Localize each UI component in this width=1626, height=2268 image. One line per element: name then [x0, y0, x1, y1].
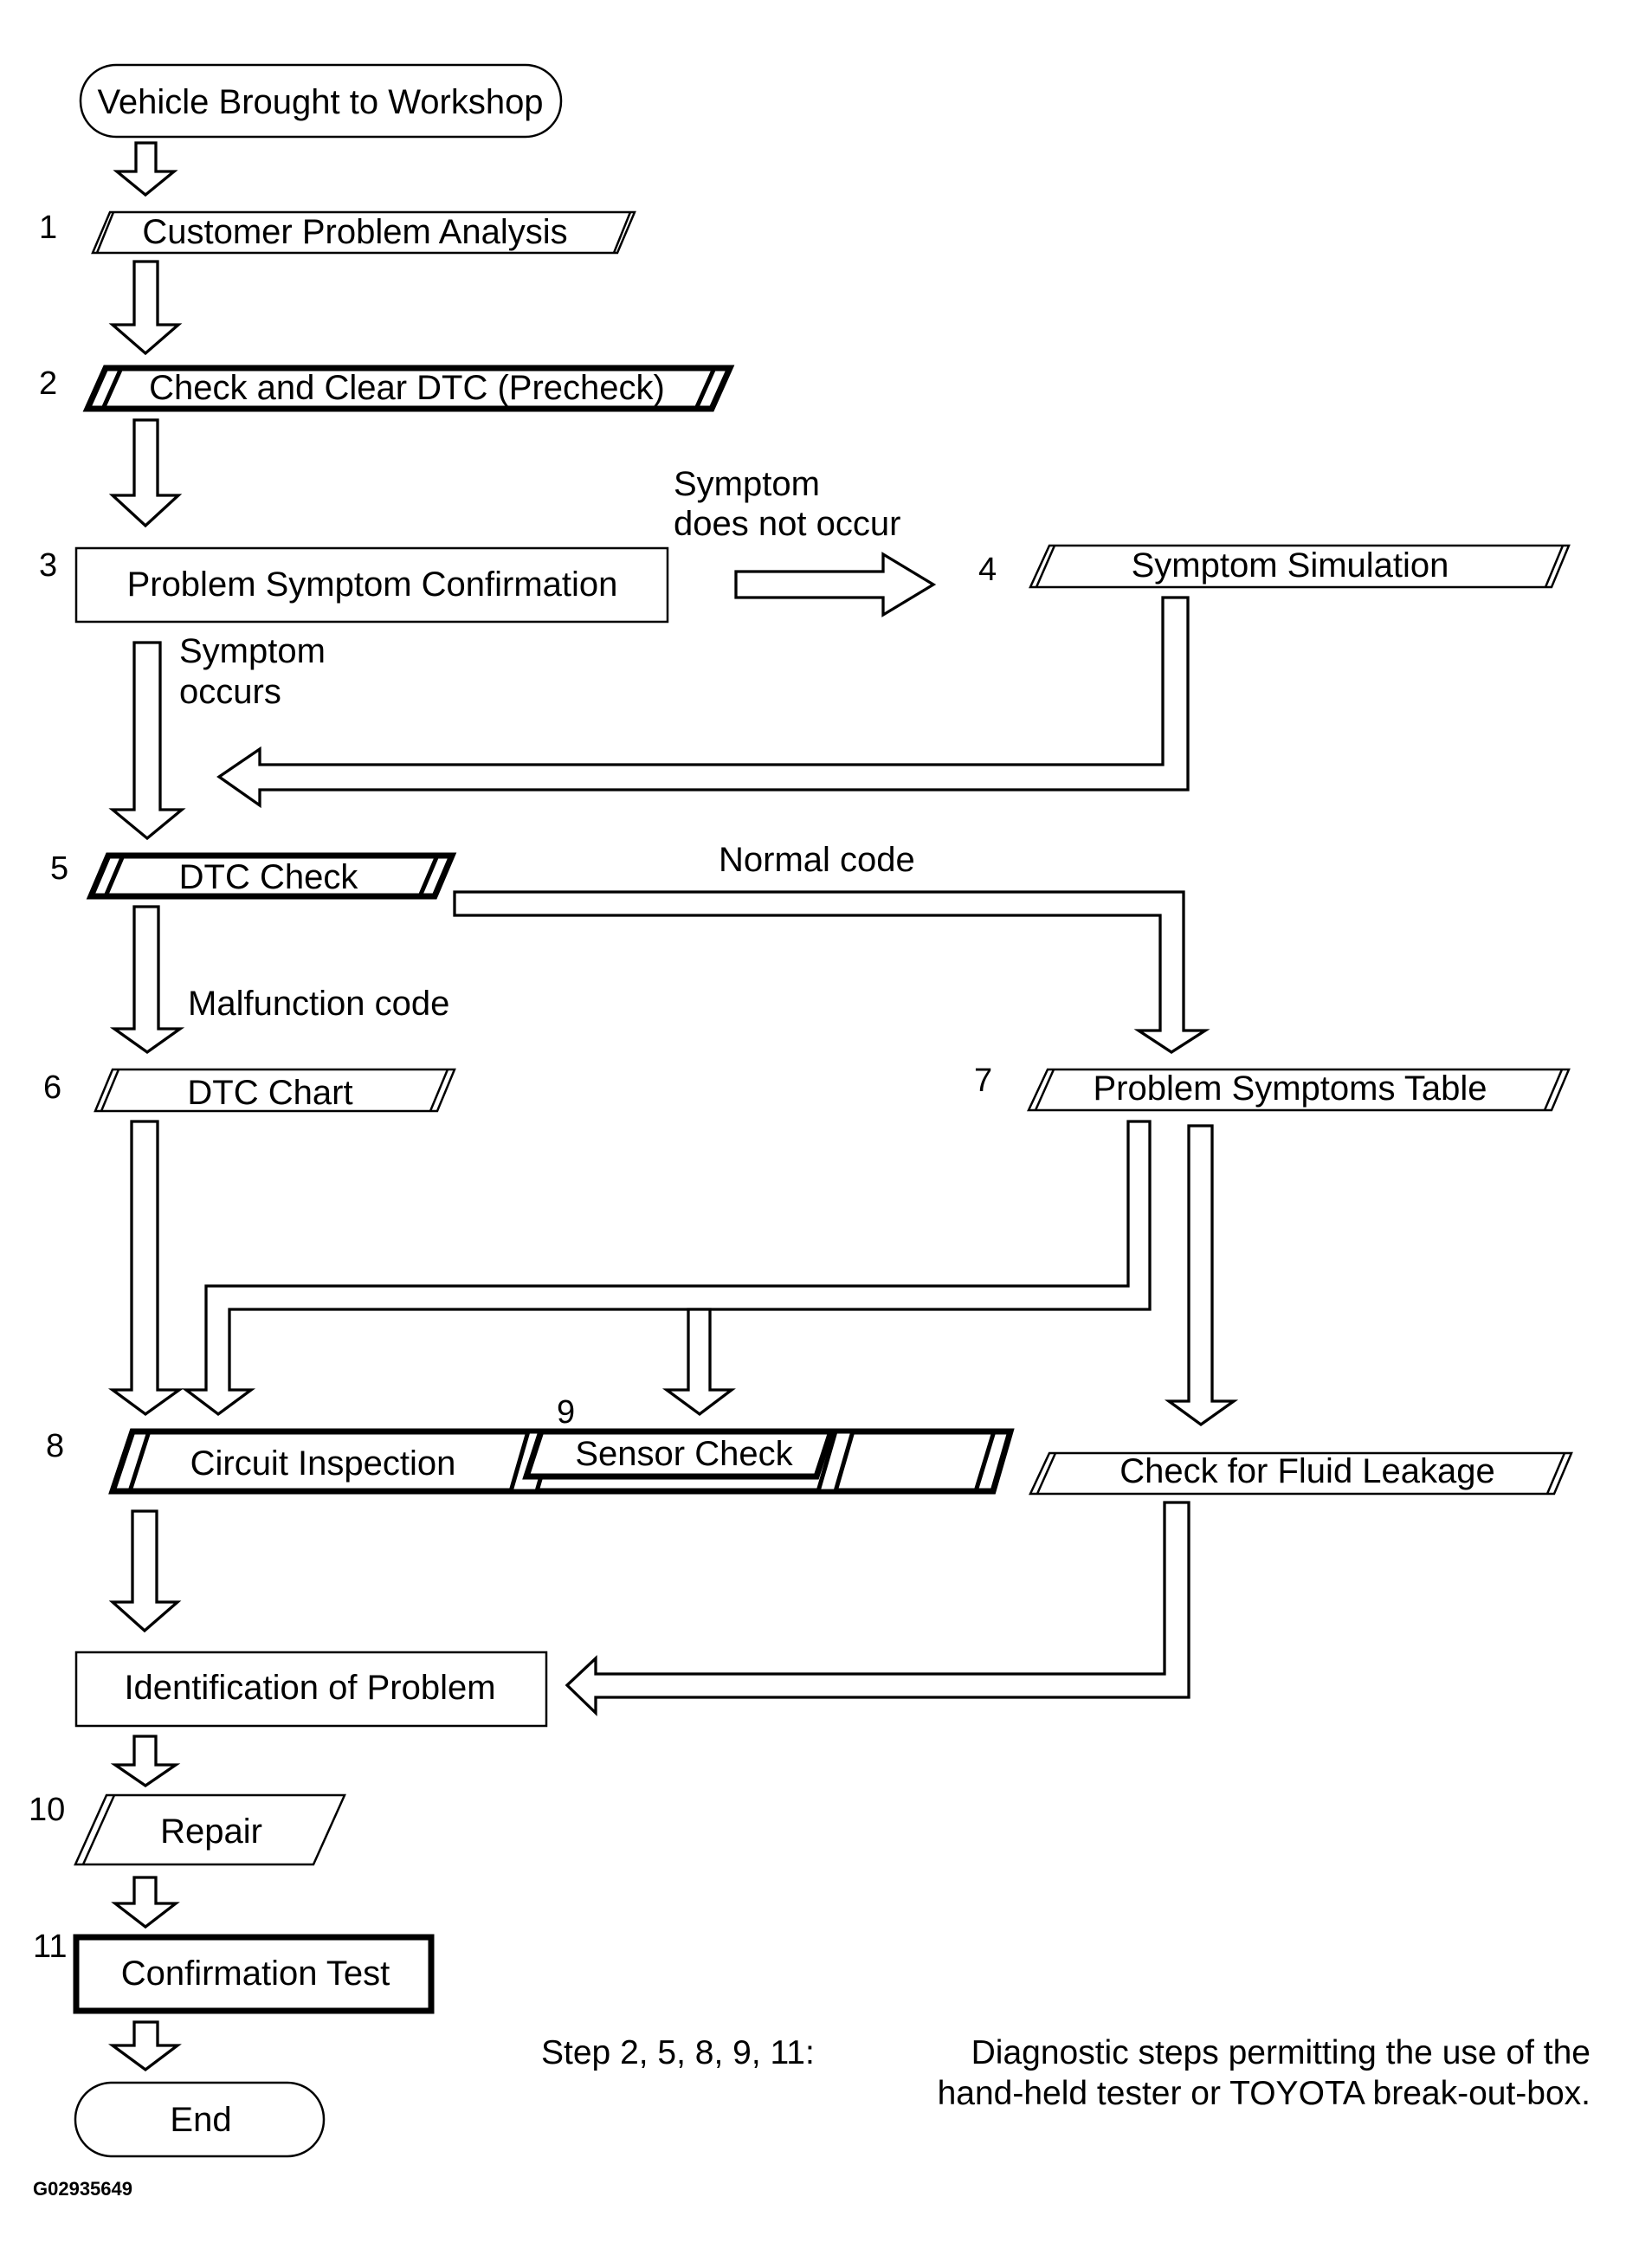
- figure-id: G02935649: [33, 2178, 132, 2200]
- step-1-label: Customer Problem Analysis: [142, 213, 567, 251]
- step-number-3: 3: [39, 547, 57, 584]
- fluid-leakage-label: Check for Fluid Leakage: [1119, 1452, 1495, 1490]
- step-6-slash: [100, 1069, 120, 1112]
- step-4-label: Symptom Simulation: [1132, 546, 1449, 585]
- step-number-6: 6: [43, 1069, 61, 1106]
- arrow-1-to-2: [108, 260, 183, 356]
- arrow-5-to-6: [109, 905, 185, 1055]
- step-10-slash: [81, 1794, 116, 1865]
- arrow-7-to-9: [661, 1308, 736, 1417]
- step-5-slash-right: [417, 855, 440, 897]
- arrow-2-to-3: [108, 418, 183, 528]
- step-number-9: 9: [557, 1394, 575, 1431]
- end-terminal: [74, 2081, 326, 2158]
- edge-label-not-occur-1: Symptom: [674, 465, 820, 503]
- edge-label-occurs-2: occurs: [179, 673, 281, 711]
- identify-label: Identification of Problem: [124, 1669, 495, 1707]
- step-8-slash: [127, 1431, 152, 1492]
- arrow-3-to-4: [734, 552, 937, 617]
- step-2-slash: [100, 366, 124, 410]
- step-4-box: [1029, 544, 1571, 589]
- edge-label-occurs-1: Symptom: [179, 632, 326, 670]
- edge-label-normal-code: Normal code: [719, 841, 915, 879]
- step-number-4: 4: [978, 552, 997, 588]
- arrow-fluid-to-identify: [565, 1501, 1190, 1716]
- fluid-leakage-slash: [1036, 1452, 1057, 1495]
- step-9-label: Sensor Check: [575, 1435, 793, 1473]
- arrow-11-to-end: [107, 2020, 182, 2072]
- arrow-5-to-7: [453, 890, 1210, 1054]
- step-number-1: 1: [39, 210, 57, 246]
- arrow-start-to-1: [113, 141, 178, 197]
- step-1-slash: [95, 211, 115, 254]
- step-2-slash-right: [694, 366, 717, 410]
- step-5-box: [86, 852, 457, 900]
- step-2-label: Check and Clear DTC (Precheck): [149, 369, 665, 407]
- start-label: Vehicle Brought to Workshop: [97, 83, 543, 121]
- step-1-slash-right: [612, 211, 632, 254]
- note-line-1: Diagnostic steps permitting the use of t…: [971, 2034, 1591, 2071]
- step-11-box: [73, 1934, 435, 2014]
- note-line-2: hand-held tester or TOYOTA break-out-box…: [938, 2075, 1591, 2112]
- arrow-identify-to-10: [110, 1735, 181, 1788]
- arrow-4-to-5-return: [216, 596, 1190, 809]
- end-label: End: [170, 2101, 231, 2139]
- step-5-label: DTC Check: [179, 858, 359, 896]
- arrow-7-to-fluid: [1164, 1124, 1239, 1427]
- step-8-divider-right: [815, 1429, 856, 1494]
- step-number-7: 7: [974, 1063, 992, 1099]
- arrow-7-to-8: [182, 1120, 1152, 1417]
- arrow-6-to-8: [107, 1120, 184, 1417]
- step-number-8: 8: [46, 1428, 64, 1464]
- step-number-5: 5: [50, 850, 68, 887]
- step-3-box: [74, 546, 669, 624]
- fluid-leakage-slash-right: [1545, 1452, 1566, 1495]
- step-4-slash-right: [1544, 545, 1565, 588]
- step-10-label: Repair: [160, 1812, 262, 1851]
- arrow-3-to-5: [108, 641, 186, 841]
- edge-label-not-occur-2: does not occur: [674, 505, 900, 543]
- step-6-label: DTC Chart: [187, 1074, 352, 1112]
- edge-label-malfunction-code: Malfunction code: [188, 985, 449, 1023]
- step-number-2: 2: [39, 365, 57, 402]
- step-number-11: 11: [33, 1929, 67, 1965]
- step-3-label: Problem Symptom Confirmation: [127, 565, 618, 604]
- step-6-box: [94, 1068, 456, 1113]
- step-7-label: Problem Symptoms Table: [1094, 1069, 1487, 1108]
- step-6-slash-right: [429, 1069, 449, 1112]
- arrow-8-to-identify: [108, 1509, 182, 1633]
- step-10-box: [74, 1793, 346, 1866]
- step-7-slash: [1034, 1069, 1055, 1111]
- step-7-box: [1027, 1068, 1571, 1112]
- arrow-10-to-11: [111, 1876, 180, 1929]
- step-2-box: [82, 365, 735, 412]
- step-8-slash-right: [973, 1431, 997, 1492]
- identify-box: [74, 1651, 548, 1728]
- step-8-label: Circuit Inspection: [190, 1444, 456, 1483]
- step-1-box: [91, 210, 636, 255]
- step-5-slash: [103, 855, 126, 897]
- step-9-box: [522, 1428, 836, 1480]
- note-prefix: Step 2, 5, 8, 9, 11:: [541, 2034, 815, 2071]
- start-terminal: [79, 63, 563, 139]
- step-11-label: Confirmation Test: [121, 1955, 390, 1993]
- step-4-slash: [1035, 545, 1056, 588]
- step-number-10: 10: [29, 1792, 65, 1828]
- step-7-slash-right: [1543, 1069, 1564, 1111]
- fluid-leakage-box: [1029, 1451, 1573, 1496]
